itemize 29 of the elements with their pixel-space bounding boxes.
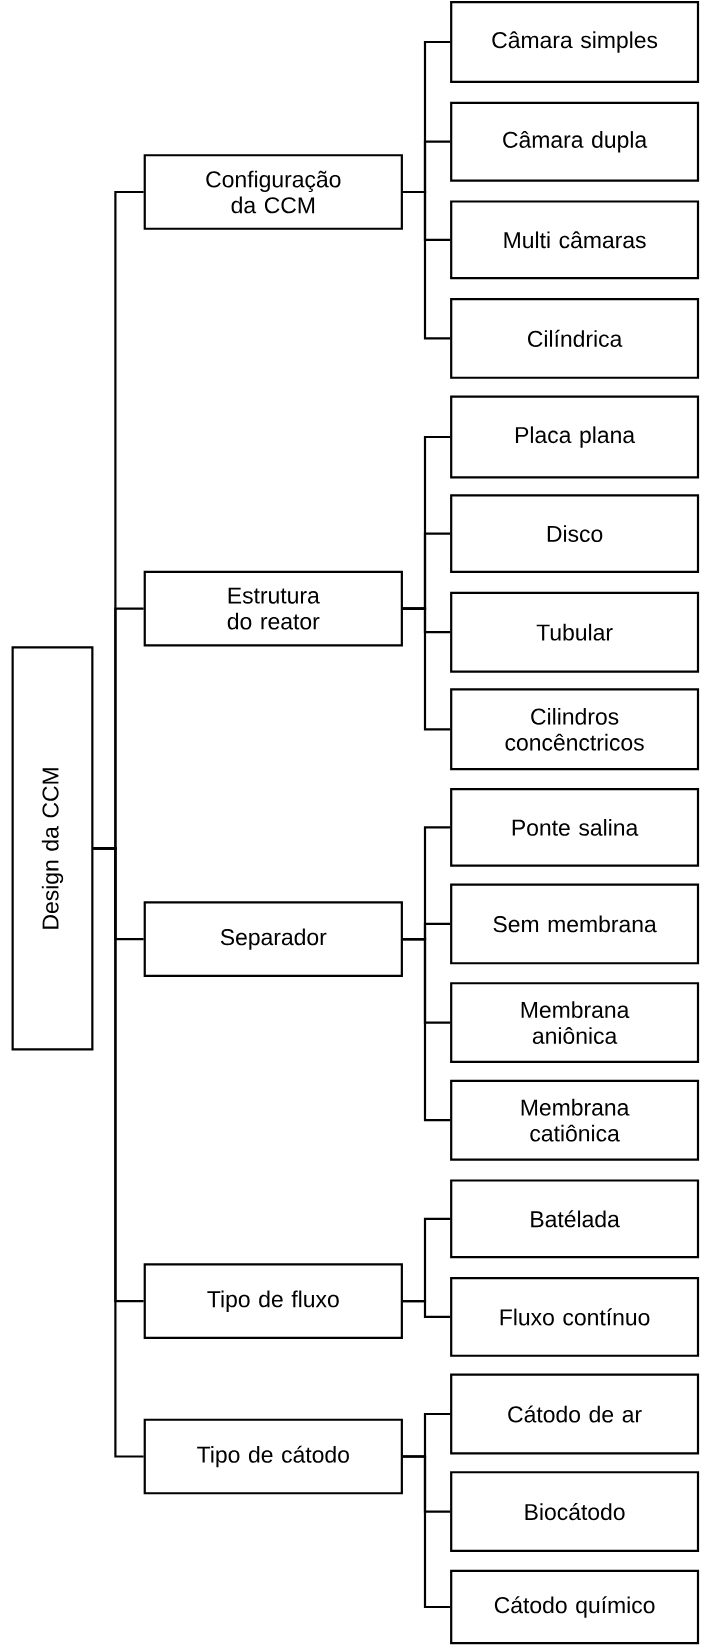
leaf-box: Sem membrana xyxy=(450,883,700,965)
branch-box: Tipo de cátodo xyxy=(143,1418,403,1495)
leaf-box: Membrana catiônica xyxy=(450,1079,700,1161)
connector-line xyxy=(402,607,451,731)
leaf-box: Cátodo químico xyxy=(450,1569,700,1645)
connector-line xyxy=(402,190,451,340)
leaf-box: Cátodo de ar xyxy=(450,1373,700,1455)
leaf-box: Cilíndrica xyxy=(450,297,700,379)
leaf-box: Multi câmaras xyxy=(450,200,700,280)
branch-box: Estrutura do reator xyxy=(143,570,403,647)
connector-line xyxy=(402,1455,451,1609)
category-box: Design da CCM xyxy=(11,646,94,1051)
leaf-box: Placa plana xyxy=(450,395,700,479)
connector-line xyxy=(402,1300,451,1318)
leaf-box: Biocátodo xyxy=(450,1471,700,1553)
leaf-box: Fluxo contínuo xyxy=(450,1276,700,1357)
connector-line xyxy=(93,847,144,1458)
leaf-box: Disco xyxy=(450,494,700,573)
leaf-box: Tubular xyxy=(450,591,700,673)
connector-line xyxy=(402,938,451,1122)
branch-box: Separador xyxy=(143,901,403,977)
leaf-box: Membrana aniônica xyxy=(450,982,700,1064)
leaf-box: Câmara simples xyxy=(450,1,700,83)
leaf-box: Batélada xyxy=(450,1179,700,1259)
leaf-box: Cilindros concênctricos xyxy=(450,688,700,771)
leaf-box: Ponte salina xyxy=(450,788,700,867)
branch-box: Tipo de fluxo xyxy=(143,1263,403,1340)
branch-box: Configuração da CCM xyxy=(143,154,403,230)
leaf-box: Câmara dupla xyxy=(450,101,700,182)
